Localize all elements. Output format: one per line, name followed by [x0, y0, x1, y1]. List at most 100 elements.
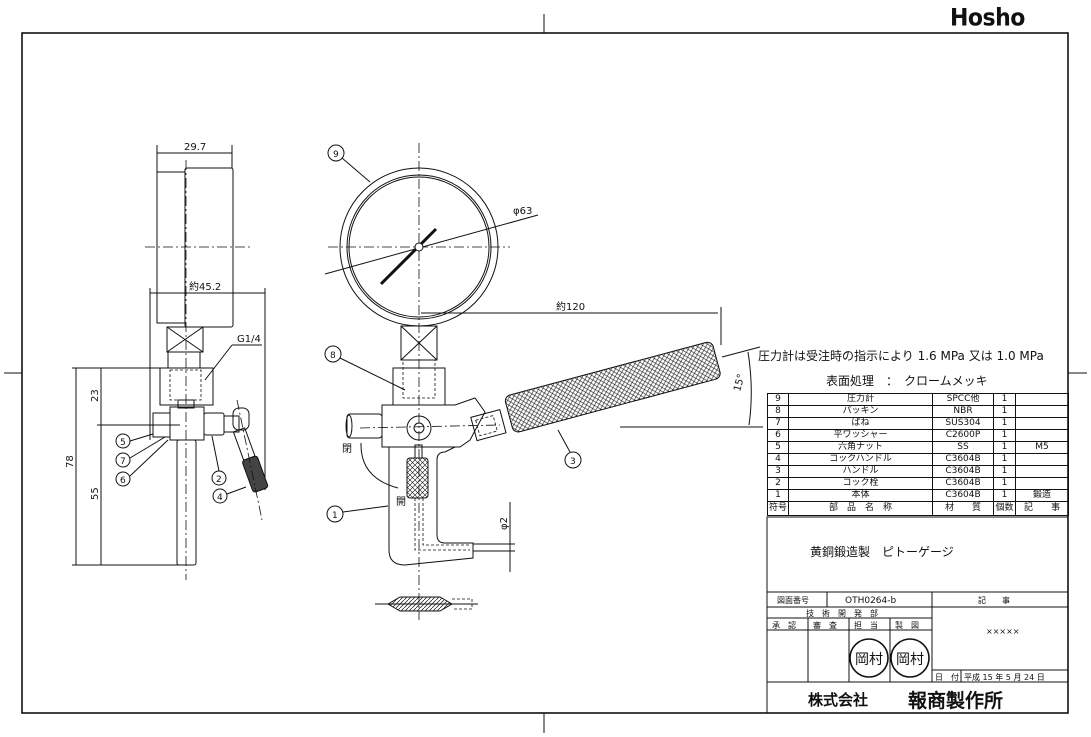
remarks-label: 記 事	[978, 595, 1010, 605]
cell-material: C3604B	[932, 489, 994, 502]
cell-material: SS	[932, 441, 994, 454]
header-part-name: 部 品 名 称	[788, 501, 933, 516]
cell-material: C2600P	[932, 429, 994, 442]
gauge-case-front	[184, 167, 234, 328]
dim-width: 約45.2	[189, 280, 221, 293]
svg-text:5: 5	[120, 438, 126, 448]
side-view: 29.7 約45.2 G1/4	[65, 142, 269, 580]
cell-part-name: 六角ナット	[788, 441, 933, 454]
cell-part-name: ハンドル	[788, 465, 933, 478]
cell-part-no: 3	[767, 465, 789, 478]
svg-text:1: 1	[332, 511, 338, 521]
front-view: φ63 9 約120 8 3	[324, 143, 763, 620]
cell-remarks	[1015, 393, 1069, 406]
cell-part-name: 圧力計	[788, 393, 933, 406]
cell-quantity: 1	[993, 429, 1016, 442]
cell-quantity: 1	[993, 441, 1016, 454]
callout-7: 7	[115, 436, 166, 468]
cell-material: NBR	[932, 405, 994, 418]
company-logo: Hosho	[950, 4, 1025, 33]
cell-quantity: 1	[993, 489, 1016, 502]
cell-quantity: 1	[993, 417, 1016, 430]
callout-9: 9	[327, 144, 371, 183]
cock-body	[169, 406, 205, 441]
cell-part-name: ばね	[788, 417, 933, 430]
cell-material: SPCC他	[932, 393, 994, 406]
cell-remarks	[1015, 477, 1069, 490]
body-grip	[388, 446, 474, 566]
cell-material: C3604B	[932, 453, 994, 466]
draft-label: 製 図	[895, 620, 919, 630]
cell-part-no: 5	[767, 441, 789, 454]
svg-text:4: 4	[217, 493, 223, 503]
svg-text:2: 2	[216, 475, 222, 485]
cell-material: C3604B	[932, 477, 994, 490]
callout-5: 5	[115, 433, 154, 449]
callout-1: 1	[326, 505, 389, 523]
approve-label: 承 認	[772, 620, 796, 630]
dim-total: 78	[65, 455, 76, 468]
cell-material: SUS304	[932, 417, 994, 430]
gauge-needle	[379, 227, 438, 286]
cell-part-name: コック栓	[788, 477, 933, 490]
title-block: 黄銅鍛造製 ピトーゲージ 図面番号 OTH0264-b 記 事 技 術 開 発 …	[766, 516, 1069, 714]
table-header: 符号部 品 名 称材 質個数記 事	[767, 501, 1069, 516]
cell-quantity: 1	[993, 453, 1016, 466]
cell-quantity: 1	[993, 477, 1016, 490]
company-prefix: 株式会社	[808, 691, 868, 709]
drawing-no-label: 図面番号	[777, 595, 809, 605]
rotation-arrow	[360, 442, 399, 489]
cell-remarks: 鍛造	[1015, 489, 1069, 502]
stamp-draft: 岡村	[890, 638, 930, 678]
thread-label: G1/4	[237, 334, 261, 345]
dim-gauge: φ63	[513, 206, 532, 217]
label-open: 開	[396, 496, 406, 508]
svg-text:岡村: 岡村	[855, 652, 883, 668]
cell-part-no: 8	[767, 405, 789, 418]
department: 技 術 開 発 部	[806, 608, 878, 618]
svg-text:7: 7	[120, 457, 126, 467]
cell-part-name: コックハンドル	[788, 453, 933, 466]
callout-8: 8	[324, 345, 406, 391]
cell-part-no: 1	[767, 489, 789, 502]
cell-part-name: 本体	[788, 489, 933, 502]
date-label: 日 付	[935, 672, 959, 682]
cell-remarks	[1015, 405, 1069, 418]
cock-handle	[406, 457, 429, 499]
cell-remarks	[1015, 429, 1069, 442]
gauge-case-back	[156, 171, 186, 324]
header-remarks: 記 事	[1015, 501, 1069, 516]
cock-handle-side	[232, 427, 269, 493]
remarks-value: ×××××	[986, 627, 1020, 636]
review-label: 審 査	[813, 620, 837, 630]
dim-hole: φ2	[499, 517, 510, 530]
svg-text:9: 9	[333, 150, 339, 160]
cell-remarks	[1015, 453, 1069, 466]
cell-material: C3604B	[932, 465, 994, 478]
dim-lower: 55	[90, 487, 101, 500]
header-part-no: 符号	[767, 501, 789, 516]
callout-6: 6	[115, 439, 169, 487]
body-block	[159, 367, 214, 406]
cell-part-no: 4	[767, 453, 789, 466]
cell-part-no: 7	[767, 417, 789, 430]
label-close: 閉	[342, 443, 352, 455]
svg-text:3: 3	[570, 457, 576, 467]
cell-part-name: 平ワッシャー	[788, 429, 933, 442]
dim-angle: 15°	[732, 373, 747, 393]
svg-text:岡村: 岡村	[896, 652, 924, 668]
cell-quantity: 1	[993, 405, 1016, 418]
cell-part-no: 9	[767, 393, 789, 406]
cell-part-name: パッキン	[788, 405, 933, 418]
header-quantity: 個数	[993, 501, 1016, 516]
callout-2: 2	[211, 435, 227, 486]
cell-part-no: 6	[767, 429, 789, 442]
product-name: 黄銅鍛造製 ピトーゲージ	[810, 545, 954, 559]
